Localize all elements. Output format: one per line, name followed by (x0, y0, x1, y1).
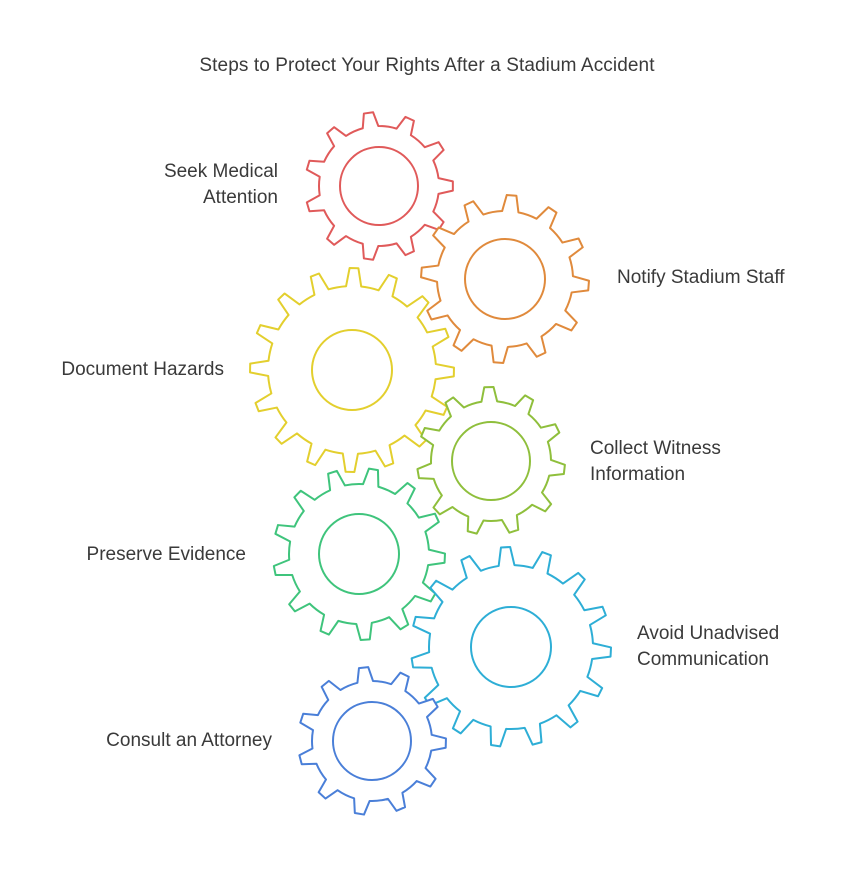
gear-hub-circle (470, 606, 552, 688)
gear-hub-circle (311, 329, 393, 411)
step-label-consult-an-attorney: Consult an Attorney (106, 730, 272, 751)
gear-hub-circle (318, 513, 400, 595)
step-label-document-hazards: Document Hazards (61, 359, 224, 380)
gear-icon-preserve-evidence (272, 467, 446, 641)
gear-hub-circle (451, 421, 531, 501)
gear-icon-seek-medical-attention (305, 111, 454, 261)
gear-outline (416, 386, 566, 535)
gear-icon-collect-witness-information (416, 386, 566, 535)
gear-outline (305, 111, 454, 261)
gear-icon-document-hazards (249, 267, 455, 473)
gear-hub-circle (339, 146, 419, 226)
gear-outline (420, 194, 590, 364)
gear-icon-notify-stadium-staff (420, 194, 590, 364)
gear-icon-consult-an-attorney (298, 666, 447, 816)
page-title: Steps to Protect Your Rights After a Sta… (199, 55, 655, 76)
step-label-seek-medical-attention: Seek Medical Attention (163, 161, 278, 208)
step-label-collect-witness-information: Collect Witness Information (590, 438, 721, 485)
gear-hub-circle (464, 238, 546, 320)
gear-hub-circle (332, 701, 412, 781)
gear-icon-avoid-unadvised-communication (410, 546, 612, 748)
step-label-preserve-evidence: Preserve Evidence (86, 544, 246, 565)
step-label-notify-stadium-staff: Notify Stadium Staff (617, 267, 785, 288)
gear-outline (249, 267, 455, 473)
gear-outline (410, 546, 612, 748)
gear-outline (298, 666, 447, 816)
gear-outline (272, 467, 446, 641)
step-label-avoid-unadvised-communication: Avoid Unadvised Communication (637, 623, 780, 670)
